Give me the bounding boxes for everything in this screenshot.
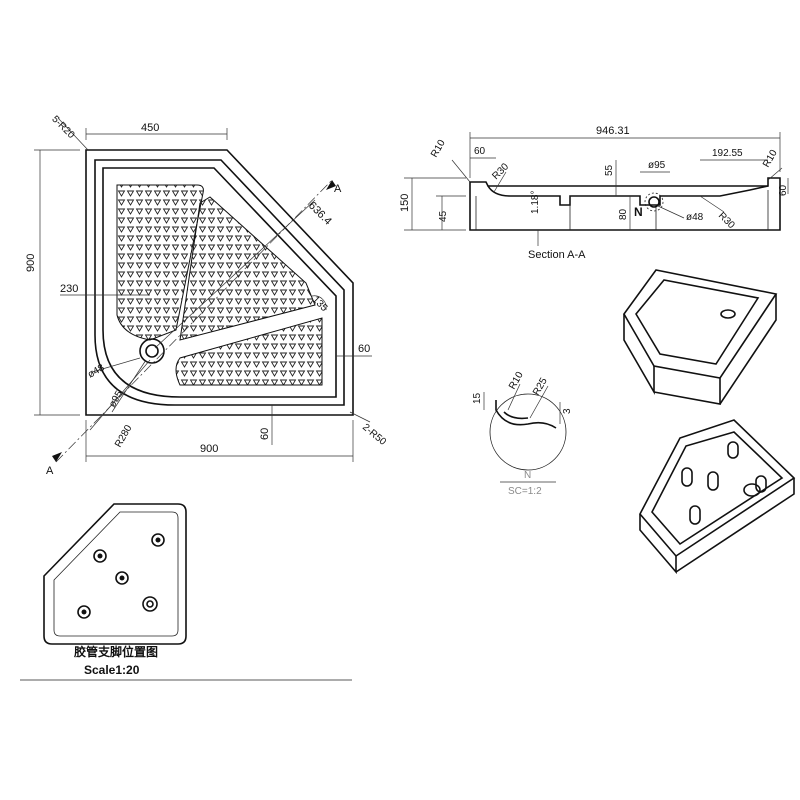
drain-inner bbox=[145, 344, 159, 358]
section-marker-top: A bbox=[334, 183, 342, 195]
dim-60-left: 60 bbox=[474, 146, 486, 157]
dim-450: 450 bbox=[141, 122, 159, 134]
dim-r30-left: R30 bbox=[490, 161, 511, 182]
dim-192-55: 192.55 bbox=[712, 148, 743, 159]
section-marker-bottom: A bbox=[46, 465, 54, 477]
tray-inner-rim bbox=[94, 159, 345, 406]
dim-135: 135 bbox=[310, 294, 330, 314]
dim-45: 45 bbox=[438, 210, 449, 222]
detail-circle bbox=[489, 393, 567, 471]
iso-bottom-view bbox=[639, 419, 796, 575]
section-drain bbox=[648, 196, 660, 208]
detail-profile bbox=[495, 400, 557, 429]
leg-plan-outline bbox=[43, 503, 187, 645]
dim-5-r20: 5-R20 bbox=[49, 114, 76, 141]
iso-feet bbox=[681, 441, 767, 525]
dim-230: 230 bbox=[60, 283, 78, 295]
dim-o95-section: ø95 bbox=[648, 160, 666, 171]
dim-60-right: 60 bbox=[778, 184, 789, 196]
detail-marker-n: N bbox=[634, 205, 643, 219]
tray-basin bbox=[102, 167, 337, 398]
iso-top-view bbox=[623, 269, 778, 405]
dim-55: 55 bbox=[604, 164, 615, 176]
detail-dim-r25: R25 bbox=[531, 376, 550, 398]
dim-2-r50: 2-R50 bbox=[360, 422, 388, 448]
dim-636-4: 636.4 bbox=[306, 200, 334, 228]
tray-outline bbox=[85, 149, 354, 416]
dim-60-side: 60 bbox=[358, 343, 370, 355]
section-basin-line bbox=[487, 185, 769, 206]
drain-outer bbox=[139, 338, 165, 364]
detail-dim-15: 15 bbox=[472, 392, 483, 404]
dim-o48-section: ø48 bbox=[686, 212, 704, 223]
dim-r10-left: R10 bbox=[429, 138, 448, 160]
dim-o48: ø48 bbox=[86, 362, 107, 380]
anti-slip-area-3 bbox=[175, 317, 323, 386]
detail-dim-r10: R10 bbox=[507, 370, 526, 392]
leg-feet bbox=[77, 533, 165, 619]
dim-80: 80 bbox=[618, 208, 629, 220]
dim-r10-right: R10 bbox=[761, 148, 780, 170]
dim-slope: 1.18° bbox=[530, 191, 541, 214]
dim-r30-right: R30 bbox=[716, 210, 737, 231]
dim-900-left: 900 bbox=[25, 254, 37, 272]
dim-150: 150 bbox=[399, 194, 411, 212]
anti-slip-area-1 bbox=[116, 184, 204, 341]
section-profile bbox=[469, 177, 781, 231]
section-view: 946.31 R10 60 R30 55 ø95 192.55 R10 60 1… bbox=[399, 125, 789, 261]
detail-n-view: 15 R10 R25 3 N SC=1:2 bbox=[472, 370, 573, 497]
dim-946-31: 946.31 bbox=[596, 125, 630, 137]
detail-scale: SC=1:2 bbox=[508, 486, 542, 497]
leg-plan-drain bbox=[142, 596, 158, 612]
dim-900-bottom: 900 bbox=[200, 443, 218, 455]
dim-r280: R280 bbox=[113, 423, 135, 450]
leg-caption: 胶管支脚位置图 bbox=[74, 644, 158, 659]
detail-dim-3: 3 bbox=[562, 408, 573, 414]
leg-position-plan: 胶管支脚位置图 Scale1:20 bbox=[20, 503, 352, 681]
dim-60-bottom: 60 bbox=[259, 428, 271, 440]
plan-view: 450 5-R20 900 900 230 60 60 2-R50 636.4 … bbox=[25, 114, 388, 477]
detail-label: N bbox=[524, 470, 531, 481]
leg-scale: Scale1:20 bbox=[84, 663, 140, 677]
anti-slip-area-2 bbox=[179, 196, 316, 341]
section-title: Section A-A bbox=[528, 249, 586, 261]
